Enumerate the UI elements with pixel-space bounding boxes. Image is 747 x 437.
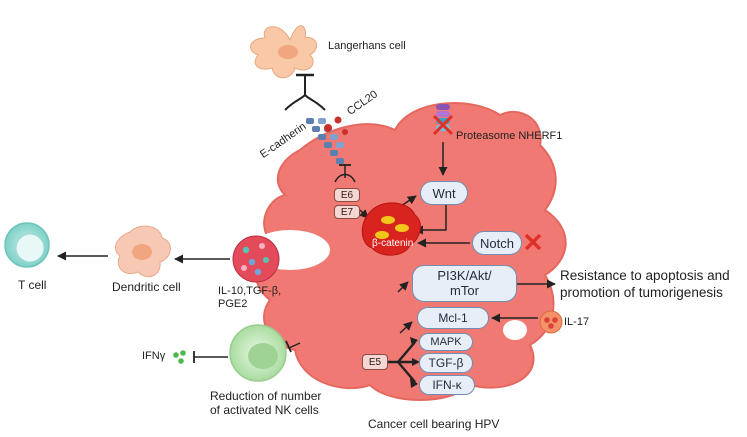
- beta-catenin-complex-icon: [361, 202, 421, 256]
- wnt-box: Wnt: [420, 181, 468, 205]
- e5-box: E5: [362, 354, 388, 370]
- ccl20-dots-icon: [324, 116, 348, 135]
- proteasome-icon: [432, 104, 454, 136]
- cytokine-sphere-icon: [232, 235, 280, 283]
- inhibition-cancer-nk: [288, 342, 301, 349]
- ifng-dots-icon: [173, 350, 186, 364]
- nk-label: Reduction of number of activated NK cell…: [210, 389, 322, 418]
- resistance-label: Resistance to apoptosis and promotion of…: [560, 268, 730, 300]
- cytokines-label: IL-10,TGF-β, PGE2: [218, 285, 282, 311]
- il17-icon: [539, 310, 563, 334]
- langerhans-label: Langerhans cell: [328, 40, 406, 52]
- il17-label: IL-17: [564, 316, 590, 328]
- nk-cell-icon: [229, 324, 287, 382]
- ifng-label: IFNγ: [142, 350, 166, 362]
- e7-box: E7: [334, 205, 360, 219]
- tcell-icon: [4, 222, 50, 268]
- arrow-mcl1: [399, 321, 413, 334]
- cell-notch-right: [503, 320, 527, 340]
- proteasome-label: Proteasome NHERF1: [456, 130, 563, 142]
- beta-catenin-label: β-catenin: [372, 238, 414, 249]
- pi3k-label: PI3K/Akt/ mTor: [437, 268, 492, 298]
- ifnk-box: IFN-κ: [419, 375, 475, 395]
- ecadherin-chain-icon: [306, 118, 344, 164]
- notch-box: Notch: [472, 231, 522, 255]
- tcell-label: T cell: [18, 278, 47, 292]
- mapk-box: MAPK: [419, 333, 473, 351]
- dendritic-label: Dendritic cell: [112, 280, 181, 294]
- tgfb-box: TGF-β: [419, 353, 473, 373]
- mcl1-box: Mcl-1: [417, 307, 489, 329]
- notch-blocked-x-icon: [524, 233, 542, 251]
- ecadherin-bracket: [284, 93, 326, 111]
- dendritic-cell-icon: [115, 225, 171, 278]
- cancer-cell-label: Cancer cell bearing HPV: [368, 417, 500, 431]
- pi3k-box: PI3K/Akt/ mTor: [412, 265, 517, 302]
- arrow-wnt-betacatenin: [414, 205, 447, 235]
- langerhans-cell-icon: [250, 25, 318, 79]
- e6-box: E6: [334, 188, 360, 202]
- arrow-to-pi3k: [397, 281, 409, 293]
